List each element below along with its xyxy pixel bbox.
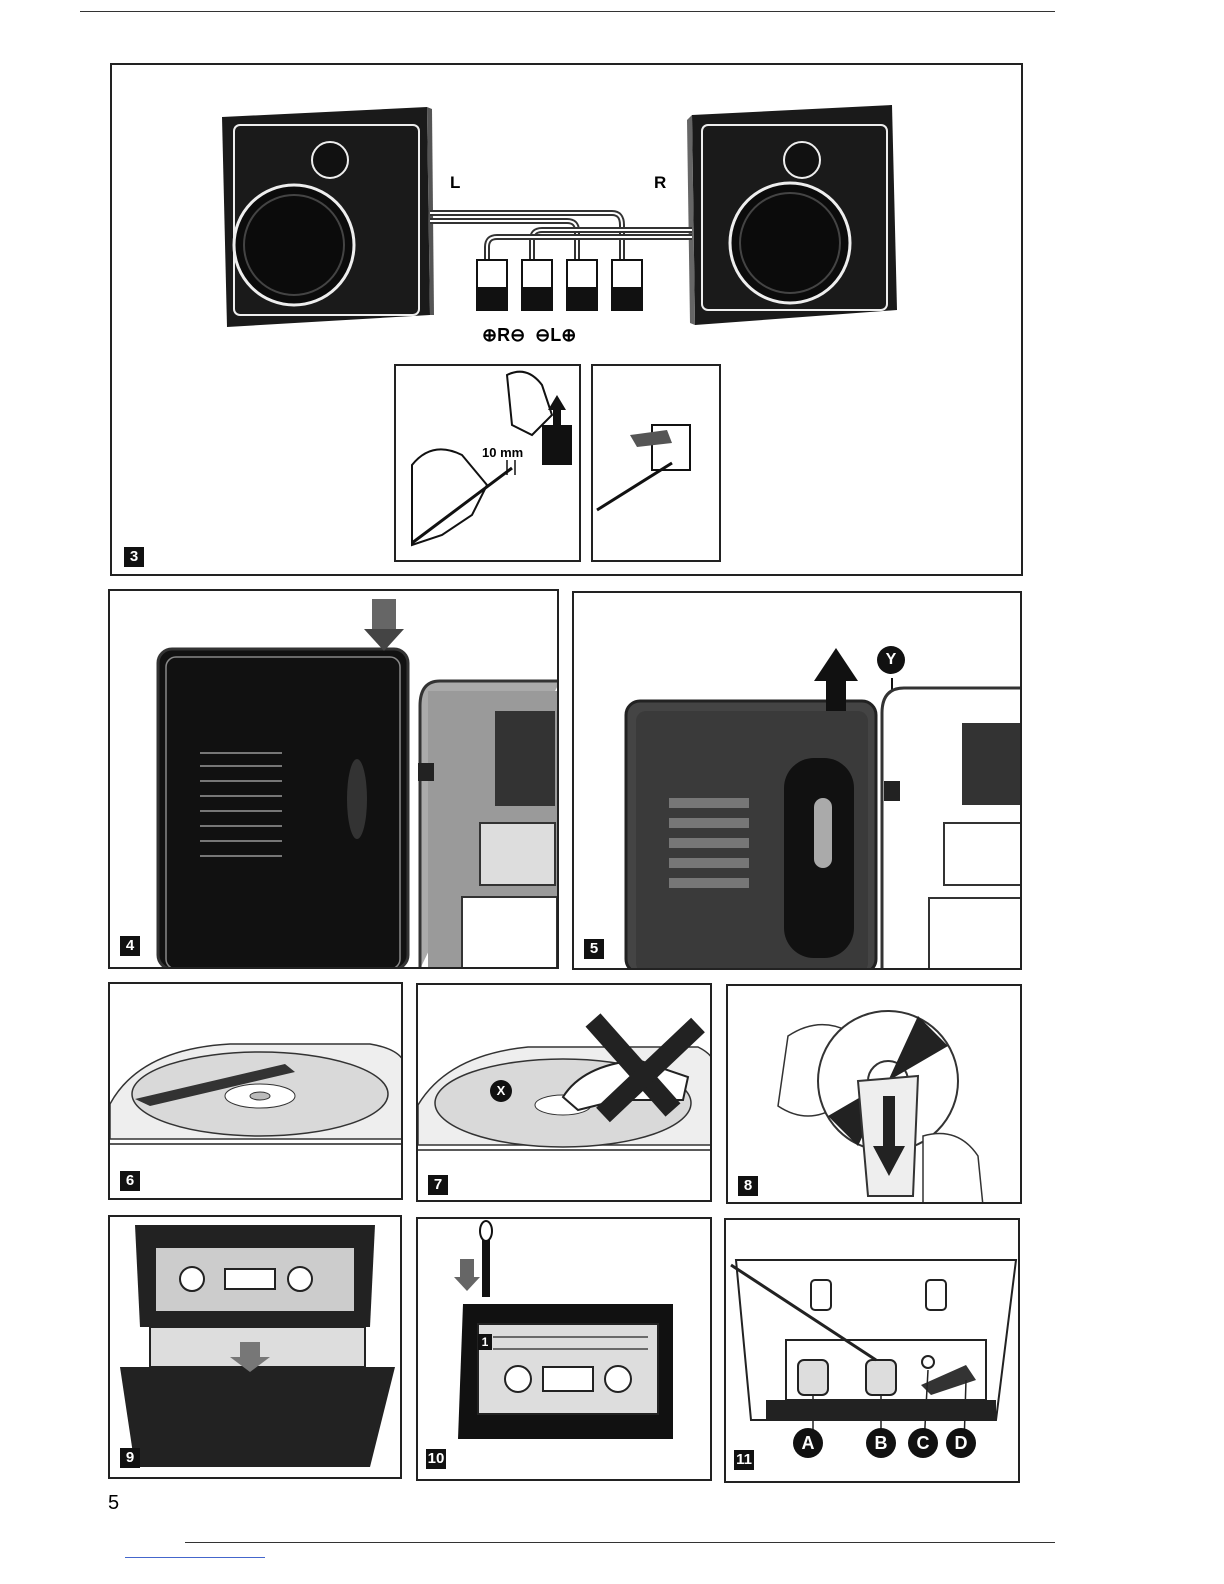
cassette-side-tag: 1 [478,1334,492,1350]
figure-number: 9 [120,1448,140,1468]
figure-8-disc-cleaning: 8 [726,984,1022,1204]
figure-10-cassette-tab: 1 10 [416,1217,712,1481]
figure-number: 7 [428,1175,448,1195]
label-left-channel: L [450,173,460,193]
disc-wrong-handling-drawing [418,985,712,1202]
terminal-polarity-label: ⊕R⊖ ⊖L⊕ [482,325,576,346]
figure-number: 5 [584,939,604,959]
figure-5-grille-removal: Y 5 [572,591,1022,970]
figure-9-cassette-insert: 9 [108,1215,402,1479]
grille-remove-drawing [574,593,1022,970]
figure-6-disc-tray: 6 [108,982,403,1200]
measure-label: 10 mm [482,445,523,460]
label-right-channel: R [654,173,666,193]
marker-a: A [793,1428,823,1458]
marker-y: Y [877,646,905,674]
grille-attach-drawing [110,591,559,969]
cassette-protect-drawing [418,1219,712,1481]
figure-number: 6 [120,1171,140,1191]
speaker-wiring-drawing [112,65,1023,576]
figure-number: 11 [734,1450,754,1470]
marker-d: D [946,1428,976,1458]
disc-wipe-drawing [728,986,1022,1204]
figure-11-tape-head-cleaning: A B C D 11 [724,1218,1020,1483]
figure-4-speaker-grille: 4 [108,589,559,969]
top-rule [80,11,1055,12]
figure-number: 8 [738,1176,758,1196]
marker-c: C [908,1428,938,1458]
figure-7-disc-warning: X 7 [416,983,712,1202]
figure-number: 3 [124,547,144,567]
bottom-rule [185,1542,1055,1543]
marker-x: X [490,1080,512,1102]
bottom-rule-blue [125,1557,265,1558]
figure-number: 10 [426,1449,446,1469]
disc-on-tray-drawing [110,984,403,1200]
page-number: 5 [108,1492,119,1515]
cassette-deck-drawing [110,1217,402,1479]
figure-3-speaker-connection: L R ⊕R⊖ ⊖L⊕ 10 mm 3 [110,63,1023,576]
marker-b: B [866,1428,896,1458]
figure-number: 4 [120,936,140,956]
